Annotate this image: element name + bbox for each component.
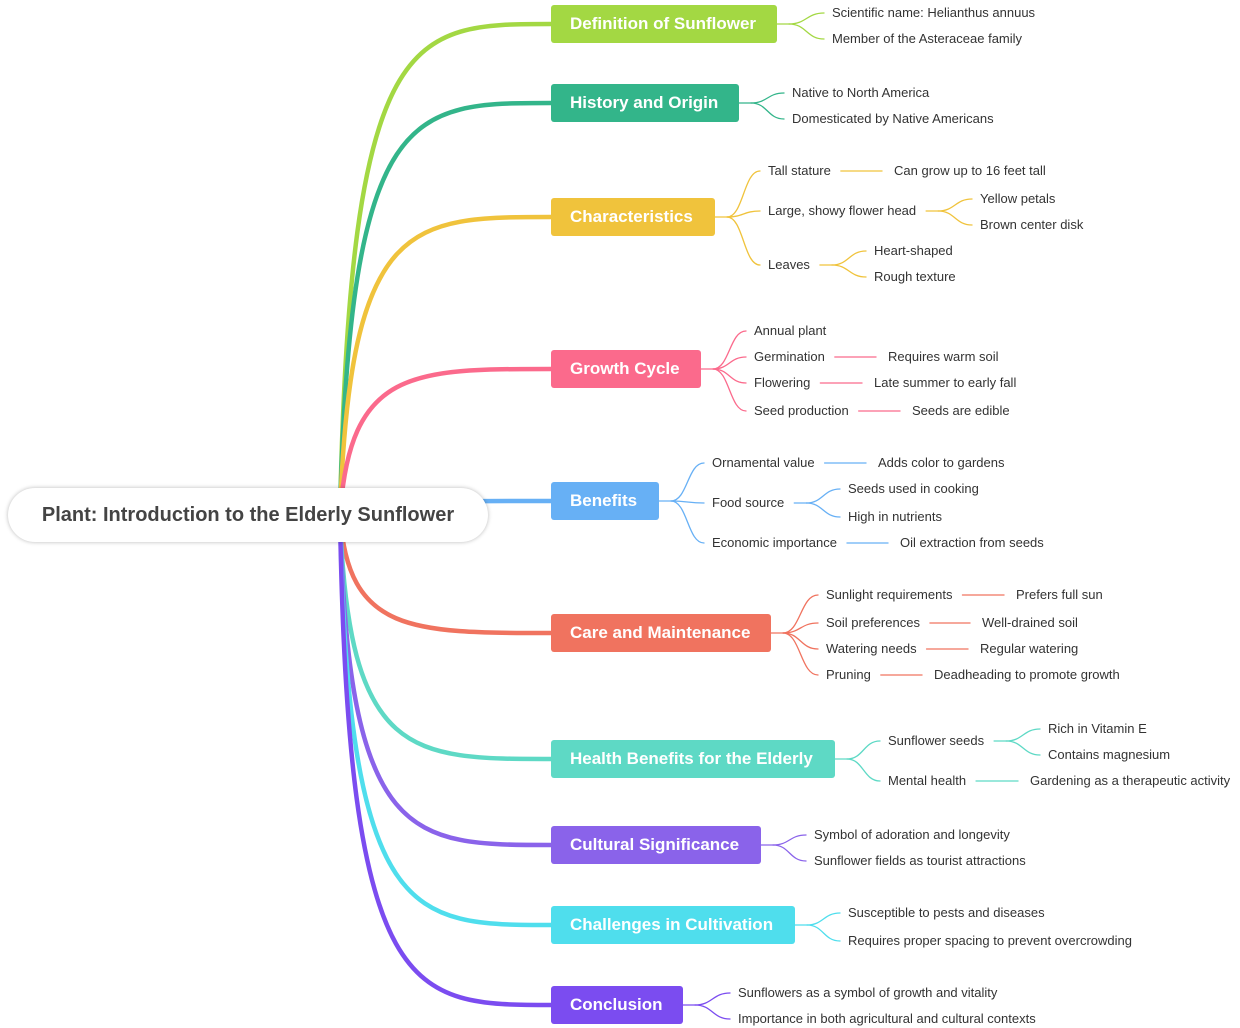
link-large-showy-flower-head-link-1 [937, 198, 973, 212]
branch-3-link-2 [726, 210, 761, 218]
topic-native-to-north-america[interactable]: Native to North America [792, 85, 930, 100]
topic-annual-plant[interactable]: Annual plant [754, 323, 827, 338]
link-sunflower-seeds-link-1 [1005, 728, 1041, 742]
branch-1-link-1 [788, 12, 825, 25]
topic-watering-needs[interactable]: Watering needs [826, 641, 917, 656]
subtopic-requires-warm-soil[interactable]: Requires warm soil [888, 349, 999, 364]
link-leaves-link-2 [831, 264, 867, 278]
trunk-challenges-in-cultivation [337, 512, 554, 928]
branch-1-link-2 [788, 23, 825, 40]
topic-pruning[interactable]: Pruning [826, 667, 871, 682]
branch-2-link-1 [750, 92, 785, 104]
topic-domesticated-by-native-americans[interactable]: Domesticated by Native Americans [792, 111, 994, 126]
branch-2-link-2 [750, 102, 785, 120]
topic-requires-proper-spacing-to-prevent-overcrowding[interactable]: Requires proper spacing to prevent overc… [848, 933, 1132, 948]
topic-soil-preferences[interactable]: Soil preferences [826, 615, 920, 630]
branch-4-link-4 [712, 368, 747, 412]
subtopic-high-in-nutrients[interactable]: High in nutrients [848, 509, 942, 524]
topic-symbol-of-adoration-and-longevity[interactable]: Symbol of adoration and longevity [814, 827, 1010, 842]
branch-challenges-in-cultivation[interactable]: Challenges in Cultivation [551, 906, 795, 944]
topic-large-showy-flower-head[interactable]: Large, showy flower head [768, 203, 917, 218]
topic-sunlight-requirements[interactable]: Sunlight requirements [826, 587, 953, 602]
topic-flowering[interactable]: Flowering [754, 375, 811, 390]
trunk-conclusion [337, 512, 554, 1008]
link-sunflower-seeds-link-2 [1005, 740, 1041, 756]
branch-characteristics[interactable]: Characteristics [551, 198, 715, 236]
topic-germination[interactable]: Germination [754, 349, 825, 364]
subtopic-oil-extraction-from-seeds[interactable]: Oil extraction from seeds [900, 535, 1044, 550]
trunk-history-and-origin [337, 100, 554, 518]
branch-4-link-1 [712, 330, 747, 370]
topic-tall-stature[interactable]: Tall stature [768, 163, 831, 178]
topic-mental-health[interactable]: Mental health [888, 773, 967, 788]
branch-5-link-2 [670, 500, 705, 504]
root-topic[interactable]: Plant: Introduction to the Elderly Sunfl… [8, 488, 488, 542]
branch-health-benefits-for-the-elderly[interactable]: Health Benefits for the Elderly [551, 740, 835, 778]
topic-scientific-name-helianthus-annuus[interactable]: Scientific name: Helianthus annuus [832, 5, 1036, 20]
branch-10-link-1 [694, 992, 731, 1006]
branch-10-link-2 [694, 1004, 731, 1020]
subtopic-prefers-full-sun[interactable]: Prefers full sun [1016, 587, 1103, 602]
topic-sunflower-seeds[interactable]: Sunflower seeds [888, 733, 985, 748]
branch-history-and-origin[interactable]: History and Origin [551, 84, 739, 122]
subtopic-contains-magnesium[interactable]: Contains magnesium [1048, 747, 1171, 762]
subtopic-rough-texture[interactable]: Rough texture [874, 269, 956, 284]
link-food-source-link-2 [805, 502, 841, 518]
branch-conclusion[interactable]: Conclusion [551, 986, 683, 1024]
branch-7-link-2 [846, 758, 881, 782]
topic-susceptible-to-pests-and-diseases[interactable]: Susceptible to pests and diseases [848, 905, 1045, 920]
branch-9-link-1 [806, 912, 841, 926]
branch-benefits[interactable]: Benefits [551, 482, 659, 520]
subtopic-yellow-petals[interactable]: Yellow petals [980, 191, 1056, 206]
subtopic-heart-shaped[interactable]: Heart-shaped [874, 243, 953, 258]
subtopic-gardening-as-a-therapeutic-activity[interactable]: Gardening as a therapeutic activity [1030, 773, 1231, 788]
trunk-cultural-significance [337, 512, 554, 848]
subtopic-regular-watering[interactable]: Regular watering [980, 641, 1079, 656]
branch-6-link-3 [782, 632, 819, 650]
branch-definition-of-sunflower[interactable]: Definition of Sunflower [551, 5, 777, 43]
topic-ornamental-value[interactable]: Ornamental value [712, 455, 815, 470]
subtopic-seeds-are-edible[interactable]: Seeds are edible [912, 403, 1010, 418]
branch-3-link-1 [726, 170, 761, 218]
subtopic-late-summer-to-early-fall[interactable]: Late summer to early fall [874, 375, 1017, 390]
topic-economic-importance[interactable]: Economic importance [712, 535, 837, 550]
trunk-growth-cycle [337, 366, 554, 518]
trunk-characteristics [337, 214, 554, 518]
trunk-health-benefits-for-the-elderly [337, 512, 554, 762]
topic-seed-production[interactable]: Seed production [754, 403, 849, 418]
link-leaves-link-1 [831, 250, 867, 266]
subtopic-deadheading-to-promote-growth[interactable]: Deadheading to promote growth [934, 667, 1120, 682]
topic-member-of-the-asteraceae-family[interactable]: Member of the Asteraceae family [832, 31, 1023, 46]
branch-7-link-1 [846, 740, 881, 760]
trunk-definition-of-sunflower [337, 21, 554, 518]
topic-sunflowers-as-a-symbol-of-growth-and-vitality[interactable]: Sunflowers as a symbol of growth and vit… [738, 985, 998, 1000]
topic-leaves[interactable]: Leaves [768, 257, 810, 272]
branch-cultural-significance[interactable]: Cultural Significance [551, 826, 761, 864]
branch-3-link-3 [726, 216, 761, 266]
branch-8-link-1 [772, 834, 807, 846]
branch-care-and-maintenance[interactable]: Care and Maintenance [551, 614, 771, 652]
branch-8-link-2 [772, 844, 807, 862]
trunk-care-and-maintenance [337, 512, 554, 636]
subtopic-well-drained-soil[interactable]: Well-drained soil [982, 615, 1078, 630]
subtopic-seeds-used-in-cooking[interactable]: Seeds used in cooking [848, 481, 979, 496]
link-food-source-link-1 [805, 488, 841, 504]
link-large-showy-flower-head-link-2 [937, 210, 973, 226]
branch-6-link-1 [782, 594, 819, 634]
branch-6-link-4 [782, 632, 819, 676]
subtopic-brown-center-disk[interactable]: Brown center disk [980, 217, 1084, 232]
branch-5-link-3 [670, 500, 705, 544]
topic-food-source[interactable]: Food source [712, 495, 785, 510]
subtopic-rich-in-vitamin-e[interactable]: Rich in Vitamin E [1048, 721, 1147, 736]
subtopic-can-grow-up-to-16-feet-tall[interactable]: Can grow up to 16 feet tall [894, 163, 1046, 178]
branch-5-link-1 [670, 462, 705, 502]
subtopic-adds-color-to-gardens[interactable]: Adds color to gardens [878, 455, 1005, 470]
branch-9-link-2 [806, 924, 841, 942]
topic-importance-in-both-agricultural-and-cultural-contexts[interactable]: Importance in both agricultural and cult… [738, 1011, 1036, 1026]
topic-sunflower-fields-as-tourist-attractions[interactable]: Sunflower fields as tourist attractions [814, 853, 1026, 868]
branch-growth-cycle[interactable]: Growth Cycle [551, 350, 701, 388]
